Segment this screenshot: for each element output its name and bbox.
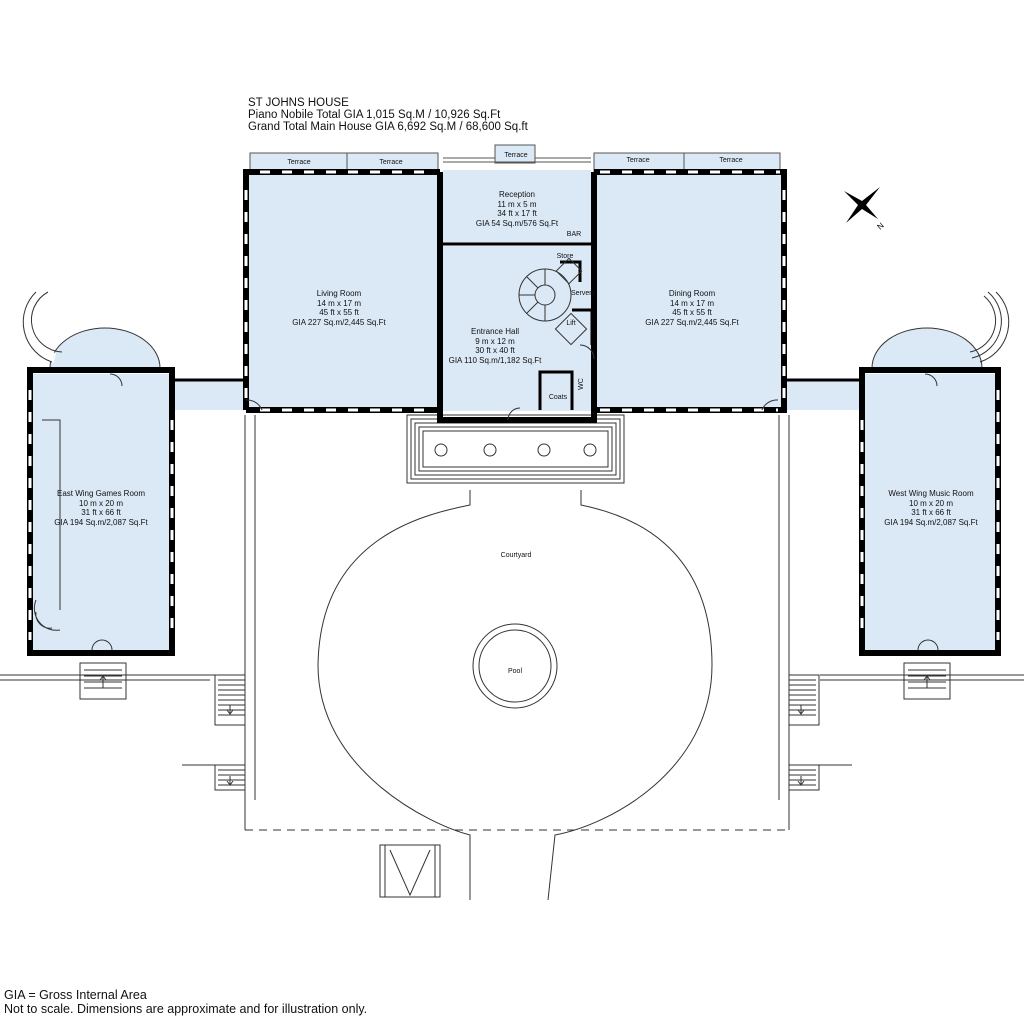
room-gia: GIA 194 Sq.m/2,087 Sq.Ft xyxy=(54,517,148,527)
terrace-label: Terrace xyxy=(626,157,650,164)
compass-letter: N xyxy=(876,221,886,232)
room-dim-ft: 45 ft x 55 ft xyxy=(319,308,359,317)
courtyard-label: Courtyard xyxy=(500,552,532,559)
room-gia: GIA 194 Sq.m/2,087 Sq.Ft xyxy=(884,517,978,527)
room-living: Living Room 14 m x 17 m 45 ft x 55 ft GI… xyxy=(292,289,385,327)
property-title: ST JOHNS HOUSE xyxy=(248,97,349,109)
room-dim-m: 9 m x 12 m xyxy=(475,336,515,346)
grand-total: Grand Total Main House GIA 6,692 Sq.M / … xyxy=(248,121,528,133)
room-dining: Dining Room 14 m x 17 m 45 ft x 55 ft GI… xyxy=(645,289,738,327)
room-dim-m: 10 m x 20 m xyxy=(78,498,124,508)
doors xyxy=(33,344,951,700)
room-dim-ft: 34 ft x 17 ft xyxy=(497,209,537,218)
interior-walls xyxy=(172,242,862,410)
room-west-wing: West Wing Music Room 10 m x 20 m 31 ft x… xyxy=(884,489,977,527)
compass-icon xyxy=(844,187,880,223)
room-gia: GIA 54 Sq.m/576 Sq.Ft xyxy=(475,218,559,228)
window-gaps xyxy=(28,170,1000,640)
room-east-wing: East Wing Games Room 10 m x 20 m 31 ft x… xyxy=(54,489,147,527)
room-gia: GIA 110 Sq.m/1,182 Sq.Ft xyxy=(448,355,542,365)
coats-label: Coats xyxy=(548,394,568,401)
room-dim-m: 14 m x 17 m xyxy=(316,298,362,308)
terrace-label: Terrace xyxy=(504,152,528,159)
room-dim-m: 11 m x 5 m xyxy=(497,199,537,209)
room-name: Reception xyxy=(498,190,536,199)
room-gia: GIA 227 Sq.m/2,445 Sq.Ft xyxy=(645,317,739,327)
room-dim-m: 10 m x 20 m xyxy=(908,498,954,508)
bays xyxy=(21,288,1010,369)
room-name: Dining Room xyxy=(668,289,716,298)
terrace-label: Terrace xyxy=(379,159,403,166)
store-label: Store xyxy=(556,253,574,260)
terrace-label: Terrace xyxy=(287,159,311,166)
room-dim-m: 14 m x 17 m xyxy=(669,298,715,308)
disclaimer: Not to scale. Dimensions are approximate… xyxy=(4,1002,368,1016)
room-entrance-hall: Entrance Hall 9 m x 12 m 30 ft x 40 ft G… xyxy=(449,327,542,365)
wc-label: WC xyxy=(578,378,585,390)
gia-legend: GIA = Gross Internal Area xyxy=(4,988,147,1002)
room-gia: GIA 227 Sq.m/2,445 Sq.Ft xyxy=(292,317,386,327)
spiral-stair xyxy=(518,257,588,346)
servery-label: Servery xyxy=(570,290,596,297)
room-name: Entrance Hall xyxy=(470,327,520,336)
room-fills xyxy=(32,145,995,650)
room-dim-ft: 30 ft x 40 ft xyxy=(475,346,515,355)
room-dim-ft: 31 ft x 66 ft xyxy=(81,508,121,517)
room-name: East Wing Games Room xyxy=(56,489,146,498)
plan-footer: GIA = Gross Internal Area Not to scale. … xyxy=(4,988,367,1016)
pool-label: Pool xyxy=(507,668,523,675)
portico-steps xyxy=(406,414,625,484)
courtyard-grounds xyxy=(0,415,1024,901)
room-name: West Wing Music Room xyxy=(888,489,974,498)
piano-nobile-total: Piano Nobile Total GIA 1,015 Sq.M / 10,9… xyxy=(248,109,501,121)
room-reception: Reception 11 m x 5 m 34 ft x 17 ft GIA 5… xyxy=(476,190,558,228)
terrace-label: Terrace xyxy=(719,157,743,164)
lift-label: Lift xyxy=(566,320,576,327)
room-dim-ft: 45 ft x 55 ft xyxy=(672,308,712,317)
room-name: Living Room xyxy=(316,289,362,298)
bar-label: BAR xyxy=(566,231,582,238)
plan-header: ST JOHNS HOUSE Piano Nobile Total GIA 1,… xyxy=(248,97,528,133)
room-dim-ft: 31 ft x 66 ft xyxy=(911,508,951,517)
